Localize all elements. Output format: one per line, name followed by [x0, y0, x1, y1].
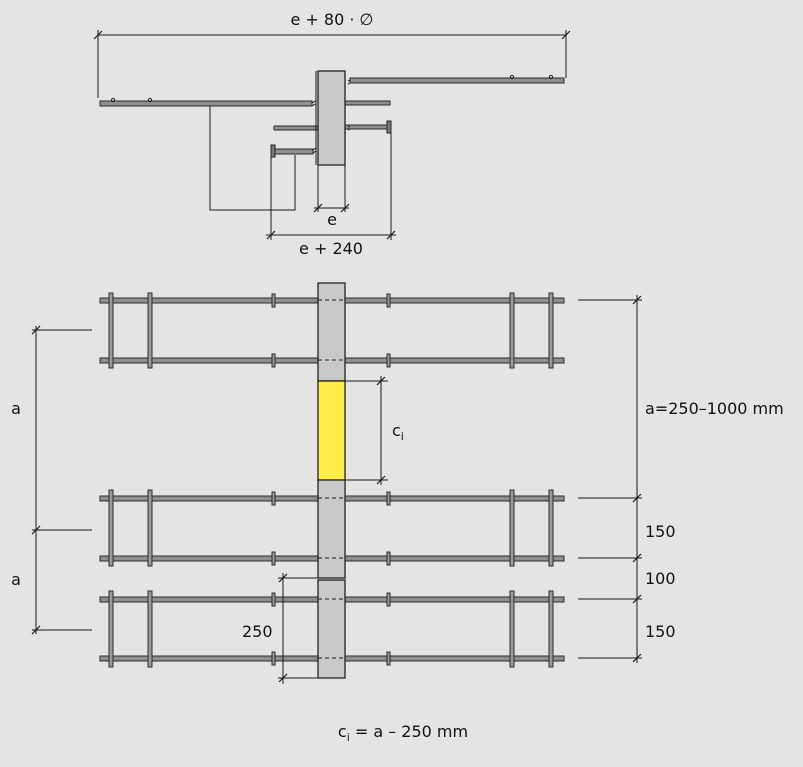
bar-mark — [147, 97, 153, 103]
rebar-stub — [271, 592, 276, 607]
rebar-stub — [386, 592, 391, 607]
a-label-upper: a — [11, 399, 21, 418]
tick — [632, 653, 642, 663]
rebar-module-3 — [99, 579, 565, 679]
rebar-stub — [271, 293, 276, 308]
tick — [266, 230, 276, 240]
rebar-stub — [271, 491, 276, 506]
connector-plate — [317, 70, 346, 166]
rebar-stub — [271, 651, 276, 666]
rebar-stub — [386, 551, 391, 566]
tick — [31, 525, 41, 535]
anchor-head — [270, 144, 276, 158]
rebar-stub — [386, 353, 391, 368]
right-main-bar — [349, 77, 565, 84]
tick — [632, 493, 642, 503]
total-dimension-label: e + 80 · ∅ — [291, 10, 374, 29]
tick — [93, 30, 103, 40]
e240-label: e + 240 — [299, 239, 363, 258]
ci-label: ci — [392, 421, 404, 443]
plate-segment — [317, 282, 346, 382]
d250-label: 250 — [242, 622, 273, 641]
rebar-link — [108, 489, 114, 567]
rebar-module-2 — [99, 479, 565, 579]
e-label: e — [327, 210, 337, 229]
left-main-bar — [99, 100, 313, 107]
leader-line — [209, 106, 296, 211]
tick — [632, 594, 642, 604]
tick — [376, 376, 386, 386]
rebar-stub — [386, 491, 391, 506]
rebar-link — [509, 292, 515, 369]
tick — [278, 573, 288, 583]
tick — [632, 553, 642, 563]
lower-bar-left — [272, 148, 314, 155]
rebar-link — [147, 292, 153, 369]
tick — [561, 30, 571, 40]
d150-lower-label: 150 — [645, 622, 676, 641]
short-bar-left — [273, 125, 320, 131]
rebar-stub — [271, 353, 276, 368]
short-bar-right — [344, 124, 390, 130]
plate-segment — [317, 479, 346, 579]
a-range-label: a=250–1000 mm — [645, 399, 784, 418]
rebar-link — [509, 489, 515, 567]
insulation-gap — [317, 380, 346, 481]
tick — [278, 673, 288, 683]
tick — [632, 295, 642, 305]
a-label-lower: a — [11, 570, 21, 589]
tick — [31, 325, 41, 335]
short-bar-upper — [344, 100, 391, 106]
top-elevation: e + 80 · ∅ e — [93, 10, 571, 258]
plan-view: a a ci 250 a=250–1000 mm 150 100 150 — [11, 282, 784, 684]
anchor-head — [386, 120, 392, 134]
rebar-link — [548, 489, 554, 567]
rebar-stub — [386, 651, 391, 666]
rebar-module-1 — [99, 282, 565, 382]
rebar-stub — [271, 551, 276, 566]
bar-mark — [509, 74, 515, 80]
tick — [376, 475, 386, 485]
rebar-link — [108, 292, 114, 369]
tick — [313, 203, 323, 213]
formula-text: ci = a – 250 mm — [338, 722, 468, 744]
d150-upper-label: 150 — [645, 522, 676, 541]
bar-mark — [110, 97, 116, 103]
tick — [340, 203, 350, 213]
rebar-link — [548, 292, 554, 369]
rebar-stub — [386, 293, 391, 308]
rebar-link — [147, 590, 153, 668]
d100-label: 100 — [645, 569, 676, 588]
plate-segment — [317, 579, 346, 679]
tick — [31, 625, 41, 635]
rebar-link — [509, 590, 515, 668]
bar-mark — [548, 74, 554, 80]
rebar-link — [147, 489, 153, 567]
rebar-link — [108, 590, 114, 668]
rebar-link — [548, 590, 554, 668]
tick — [386, 230, 396, 240]
